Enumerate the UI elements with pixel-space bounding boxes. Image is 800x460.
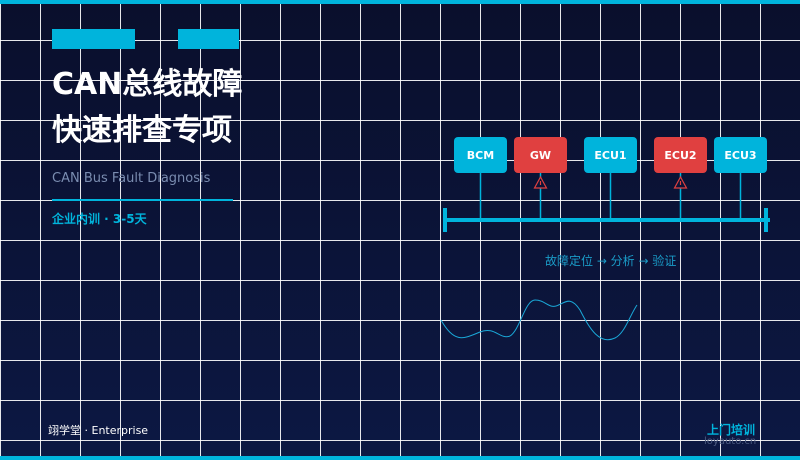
node-gw: GW	[514, 137, 567, 173]
bus-terminator	[443, 208, 447, 232]
title-line-2: 快速排查专项	[52, 113, 232, 148]
accent-block	[52, 29, 135, 49]
title-line-1: CAN总线故障	[52, 67, 243, 102]
node-ecu3: ECU3	[714, 137, 767, 173]
tagline: 企业内训 · 3-5天	[52, 212, 147, 226]
flow-caption: 故障定位 → 分析 → 验证	[545, 254, 677, 268]
warning-icon	[673, 175, 688, 189]
node-ecu1: ECU1	[584, 137, 637, 173]
node-bcm: BCM	[454, 137, 507, 173]
signal-waveform	[440, 299, 638, 341]
accent-block	[178, 29, 239, 49]
subtitle: CAN Bus Fault Diagnosis	[52, 171, 211, 186]
footer-brand: 翊学堂 · Enterprise	[48, 424, 149, 437]
footer-cta[interactable]: 上门培训	[707, 423, 756, 437]
warning-icon	[533, 175, 548, 189]
top-accent-bar	[0, 0, 800, 4]
node-ecu2: ECU2	[654, 137, 707, 173]
bus-terminator	[764, 208, 768, 232]
page-title: CAN总线故障 快速排查专项	[52, 62, 242, 154]
divider	[52, 199, 233, 201]
bottom-accent-bar	[0, 456, 800, 460]
footer-url[interactable]: loyauto.cn	[704, 436, 757, 447]
